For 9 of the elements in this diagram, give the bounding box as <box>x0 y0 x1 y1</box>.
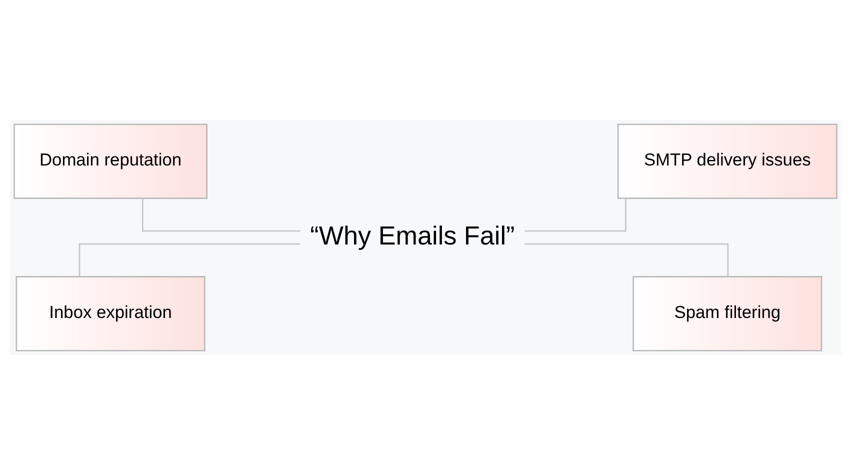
node-box: SMTP delivery issues <box>616 123 837 198</box>
connector <box>524 198 626 232</box>
node-text: “Why Emails Fail” <box>310 220 514 250</box>
node-box: Domain reputation <box>13 123 207 198</box>
connector <box>524 242 728 276</box>
connector <box>78 242 300 276</box>
connector <box>141 198 300 232</box>
node-box: Spam filtering <box>632 276 822 351</box>
node-box: Inbox expiration <box>15 276 205 351</box>
